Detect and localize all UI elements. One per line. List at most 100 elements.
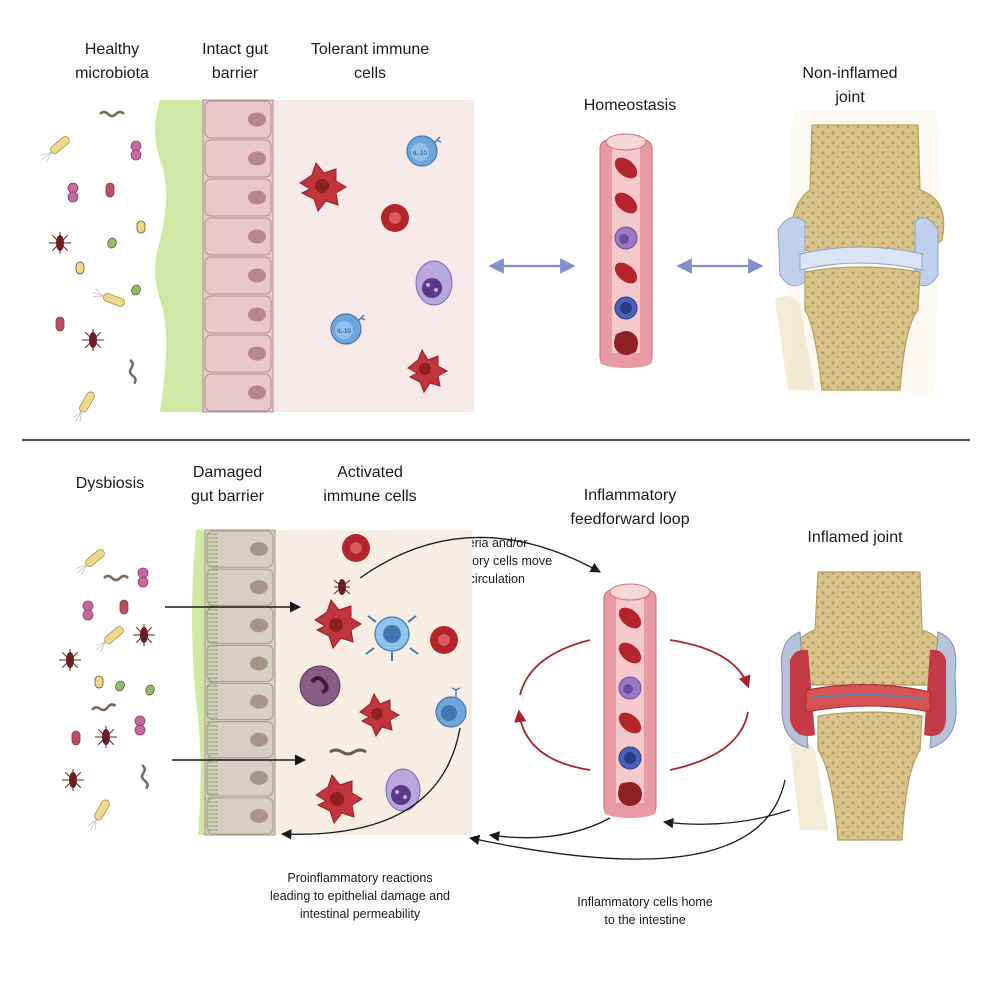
cell-nucleus	[250, 656, 268, 671]
rod-bacterium	[131, 284, 141, 296]
cell-nucleus	[620, 302, 632, 314]
spiky-bacterium	[82, 329, 104, 351]
epithelial-cell	[206, 530, 274, 568]
fibula	[790, 741, 828, 830]
non-inflamed-joint-illustration	[775, 110, 945, 395]
spirochete-bacterium	[103, 574, 129, 582]
vessel-cells	[618, 607, 642, 806]
femur	[789, 571, 952, 686]
note-line: to the intestine	[604, 913, 686, 927]
flagellated-bacterium	[41, 136, 70, 162]
cell-nucleus	[248, 112, 266, 127]
epithelial-cell	[204, 139, 272, 178]
label-tolerant-cells: Tolerant immune cells	[290, 38, 450, 86]
epithelial-cell	[206, 797, 274, 835]
loop-arc-top-right	[669, 639, 751, 689]
label-homeostasis: Homeostasis	[583, 97, 677, 114]
spiky-bacterium	[95, 726, 117, 748]
epithelial-cell	[206, 644, 274, 682]
il10-text: IL-10	[337, 329, 351, 335]
inflamed-synovium-right	[924, 649, 946, 736]
t-cell	[435, 687, 467, 728]
epithelial-cell	[206, 568, 274, 606]
inflamed-cartilage	[805, 684, 931, 713]
rod-bacterium	[94, 675, 104, 689]
label-damaged-barrier: Damaged gut barrier	[170, 461, 285, 509]
spiky-bacterium	[49, 232, 71, 254]
label-line: microbiota	[75, 65, 149, 82]
red-blood-cell	[614, 192, 638, 214]
rod-bacterium	[75, 261, 85, 275]
label-line: barrier	[211, 65, 259, 82]
dendritic-cell	[314, 598, 362, 650]
fibula	[775, 296, 815, 390]
coccus-bacterium	[137, 567, 149, 588]
activated-immune-cells	[299, 534, 467, 825]
lamina-propria-healthy	[270, 100, 474, 412]
label-line: cells	[353, 65, 386, 82]
regulatory-t-cell: IL-10	[330, 313, 366, 345]
eosinophil	[415, 260, 453, 306]
dendritic-cell	[359, 692, 401, 738]
cell-nucleus	[248, 346, 266, 361]
epithelial-cell	[204, 100, 272, 139]
label-line: Non-inflamed	[802, 65, 898, 82]
note-line: leading to epithelial damage and	[270, 889, 450, 903]
tolerant-immune-cells: IL-10 IL-10	[299, 135, 453, 394]
il10-text: IL-10	[413, 151, 427, 157]
epithelial-cell	[204, 334, 272, 373]
epithelial-cell	[204, 217, 272, 256]
red-blood-cell	[618, 782, 642, 806]
epithelial-cell	[204, 295, 272, 334]
bacterium-in-tissue	[329, 748, 367, 756]
label-non-inflamed-joint: Non-inflamed joint	[780, 62, 920, 110]
spirochete-bacterium	[99, 110, 125, 118]
dendritic-cell	[407, 348, 449, 394]
label-line: Inflammatory	[583, 487, 677, 504]
label-line: Tolerant immune	[310, 41, 430, 58]
label-dysbiosis: Dysbiosis	[75, 475, 145, 492]
red-blood-cell	[614, 262, 638, 284]
mucus-layer	[155, 100, 206, 412]
cell-nucleus	[250, 542, 268, 557]
label-healthy-microbiota: Healthy microbiota	[57, 38, 167, 86]
eosinophil	[385, 768, 421, 812]
cell-nucleus	[248, 229, 266, 244]
tibia	[804, 266, 921, 391]
dendritic-cell	[315, 773, 363, 825]
cell-nucleus	[248, 190, 266, 205]
epithelial-cell	[204, 256, 272, 295]
spiky-bacterium	[62, 769, 84, 791]
note-home-to-intestine: Inflammatory cells home to the intestine	[565, 893, 725, 929]
top-gut-panel	[155, 99, 474, 413]
spirochete-bacterium	[90, 703, 117, 712]
rod-bacterium	[107, 237, 117, 249]
flagellated-bacterium	[76, 549, 105, 575]
label-line: Healthy	[84, 41, 140, 58]
arrow-joint-to-gut	[468, 779, 786, 860]
loop-arc-bottom-left	[514, 709, 591, 771]
flagellated-bacterium	[92, 288, 125, 307]
cell-nucleus	[623, 684, 633, 694]
coccus-bacterium	[67, 182, 79, 203]
label-line: gut barrier	[191, 488, 264, 505]
regulatory-t-cell: IL-10	[406, 135, 442, 167]
joint-capsule-left	[777, 217, 806, 287]
spiky-bacterium	[133, 624, 155, 646]
note-line: Proinflammatory reactions	[287, 871, 433, 885]
label-activated-cells: Activated immune cells	[300, 461, 440, 509]
note-proinflammatory: Proinflammatory reactions leading to epi…	[255, 869, 465, 923]
epithelial-cell	[206, 721, 274, 759]
cartilage	[799, 246, 923, 271]
blood-vessel-top	[599, 133, 653, 368]
cell-nucleus	[248, 151, 266, 166]
cell-nucleus	[248, 268, 266, 283]
rod-bacterium	[115, 680, 125, 692]
label-line: immune cells	[323, 488, 417, 505]
cell-nucleus	[624, 752, 636, 764]
label-line: joint	[835, 89, 865, 106]
red-blood-cell	[614, 331, 638, 355]
inflamed-joint-illustration	[780, 571, 957, 841]
